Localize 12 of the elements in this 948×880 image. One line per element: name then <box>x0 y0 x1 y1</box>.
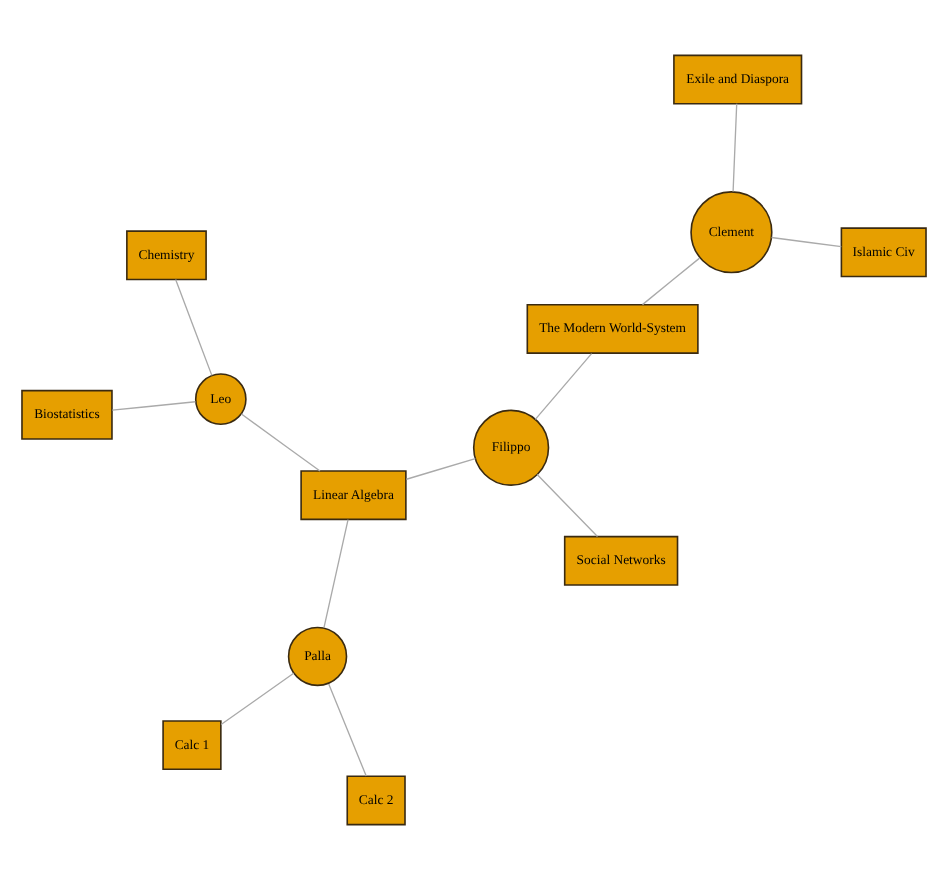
connector <box>111 401 197 411</box>
connector <box>405 457 476 480</box>
connector <box>328 683 367 777</box>
connector <box>175 278 213 377</box>
connector <box>534 352 593 421</box>
connector <box>641 257 701 306</box>
connector <box>770 236 842 248</box>
connector <box>323 518 349 629</box>
connector <box>732 103 738 193</box>
connector <box>240 413 321 472</box>
connector <box>536 473 599 538</box>
connector <box>220 672 295 726</box>
